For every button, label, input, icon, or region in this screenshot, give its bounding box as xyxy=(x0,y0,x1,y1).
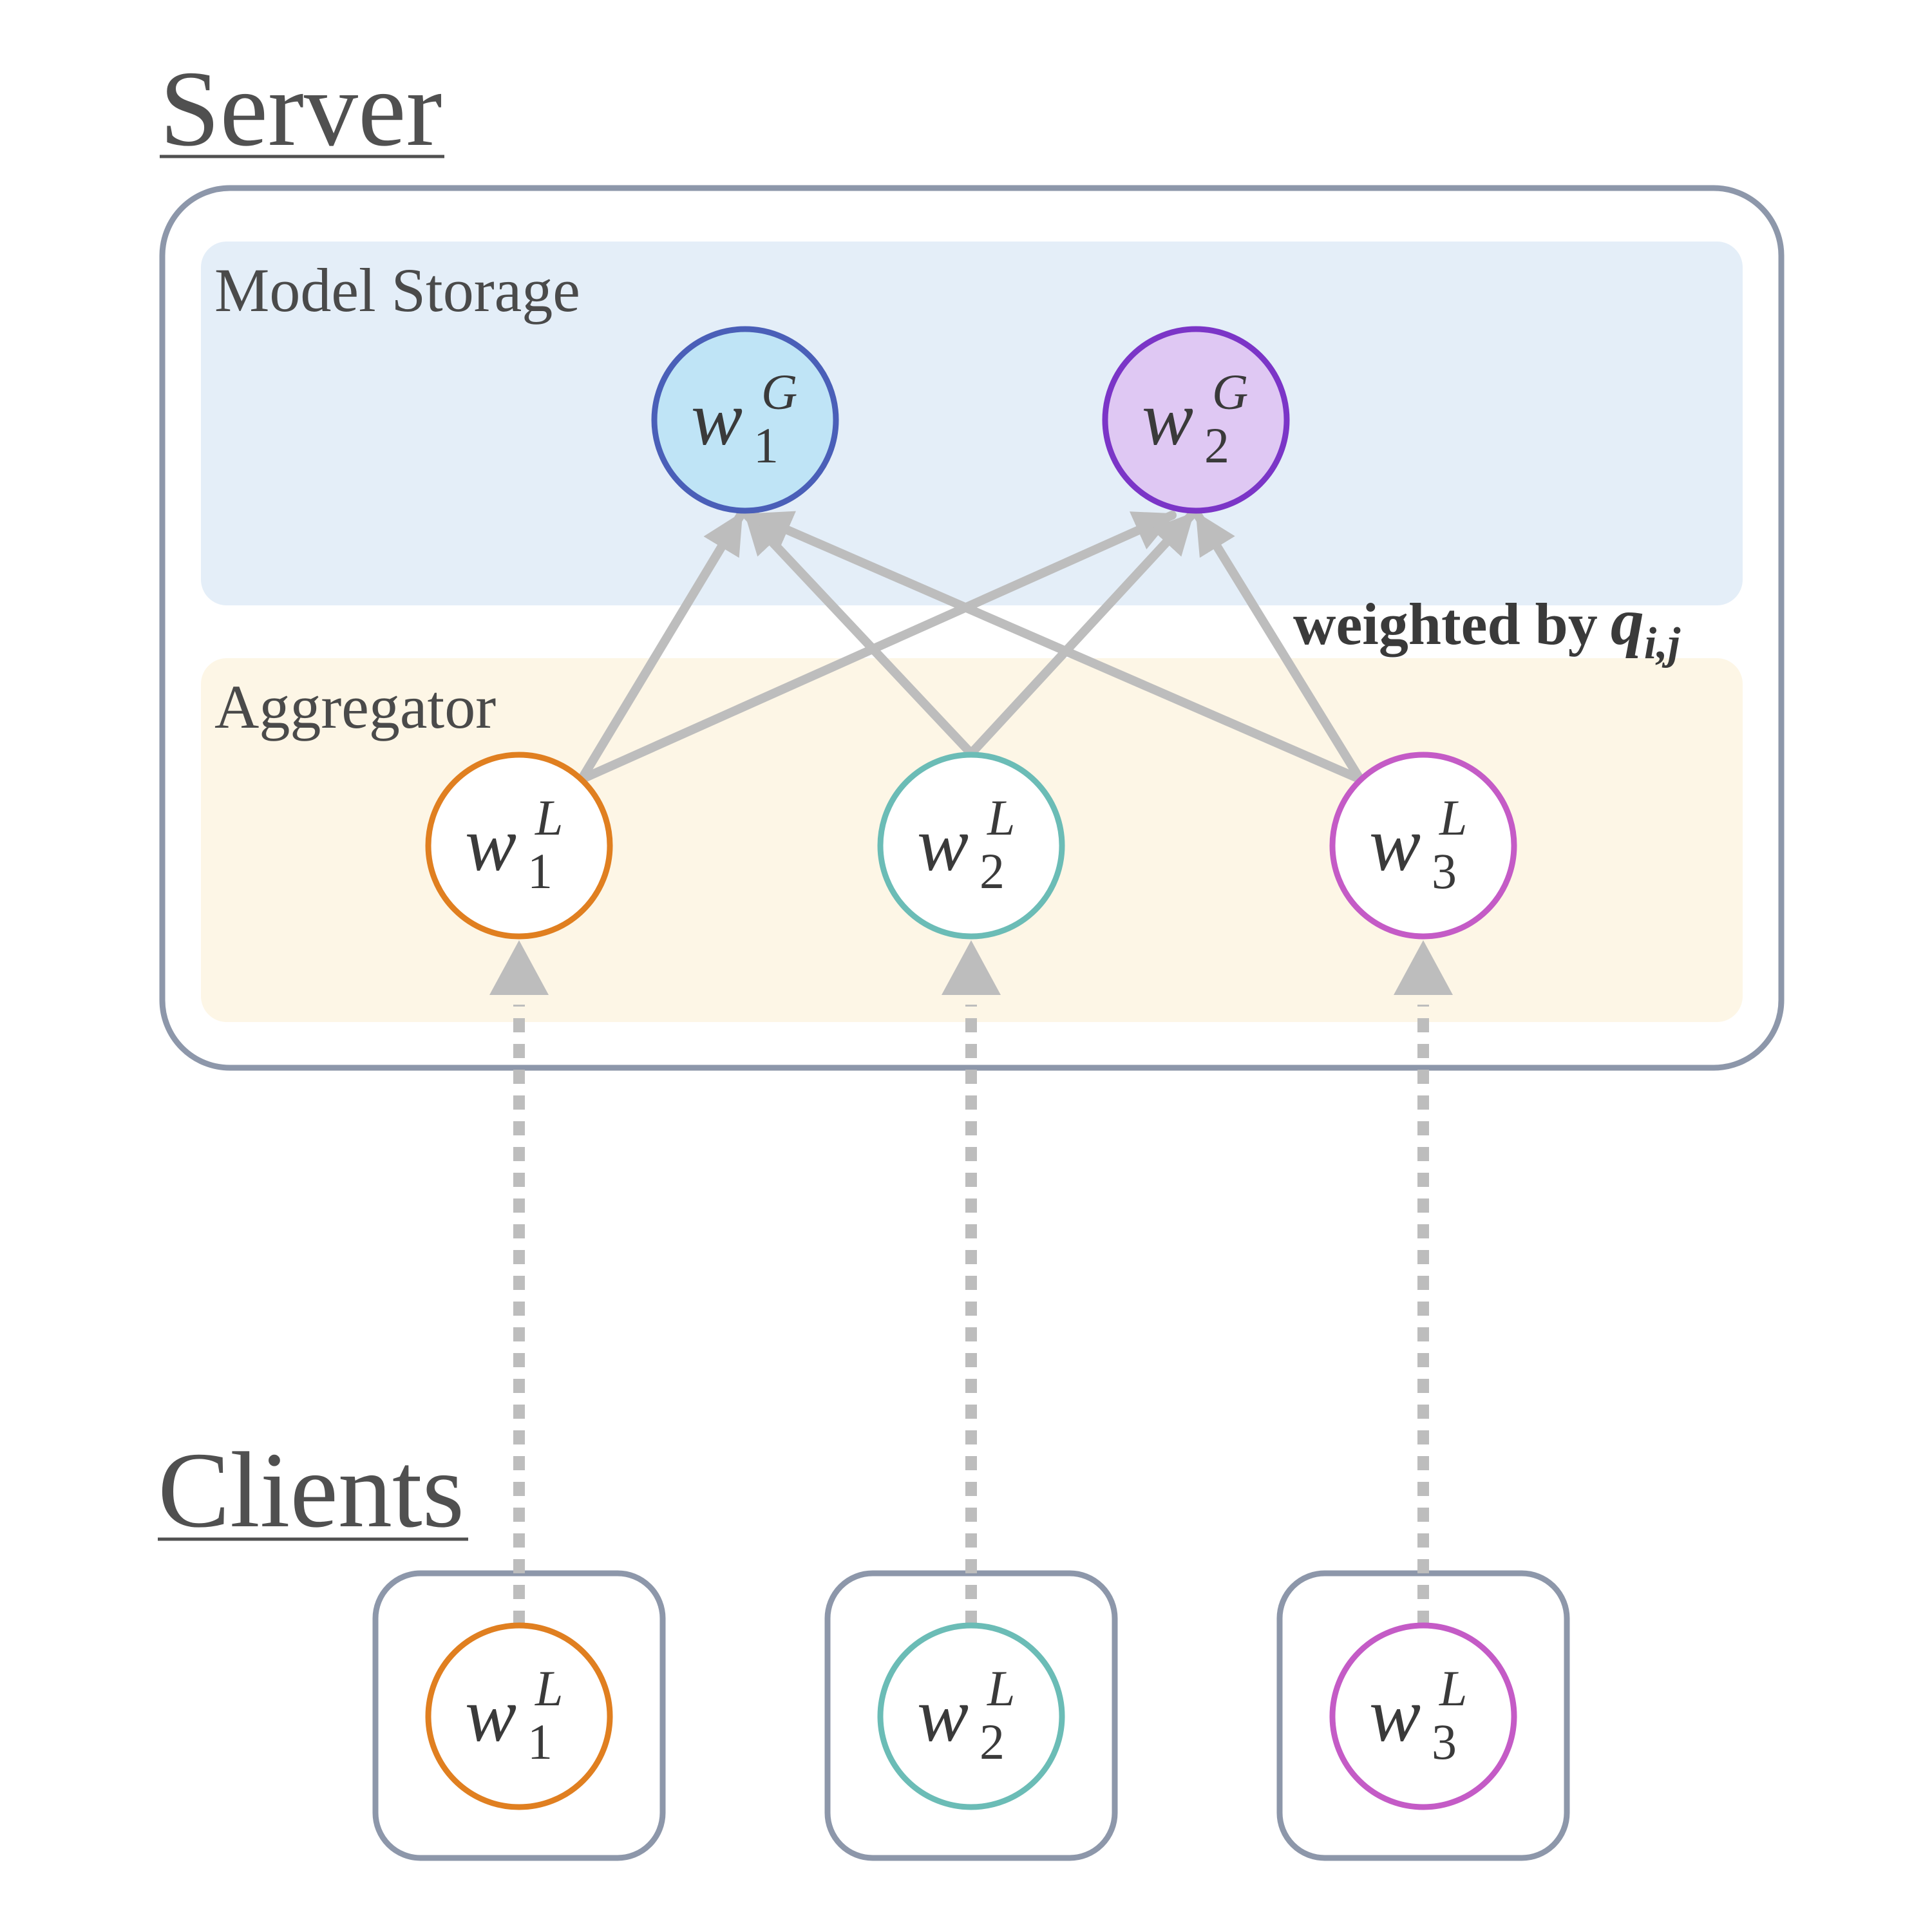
aggregator-label: Aggregator xyxy=(214,672,496,741)
arrow-local2-to-global2 xyxy=(967,511,1196,758)
aggregator-local-2-var: w xyxy=(917,801,969,887)
server-heading: Server xyxy=(160,49,442,169)
client-local-3-var: w xyxy=(1369,1672,1421,1757)
global-model-2-var: w xyxy=(1142,375,1193,461)
aggregator-local-1-var: w xyxy=(465,801,516,887)
aggregator-local-2-sub: 2 xyxy=(980,843,1005,899)
client-local-2-sub: 2 xyxy=(980,1714,1005,1770)
aggregator-local-2-sup: L xyxy=(987,790,1015,846)
client-local-2-var: w xyxy=(917,1672,969,1757)
aggregator-local-3-node: w L 3 xyxy=(1329,752,1517,940)
aggregator-local-1-sup: L xyxy=(535,790,563,846)
aggregator-local-3-circle xyxy=(1329,752,1517,940)
client-local-2-node: w L 2 xyxy=(877,1622,1065,1810)
client-local-3-sub: 3 xyxy=(1432,1714,1457,1770)
aggregator-local-3-var: w xyxy=(1369,801,1421,887)
client-local-3-circle xyxy=(1329,1622,1517,1810)
client-local-3-node: w L 3 xyxy=(1329,1622,1517,1810)
aggregator-local-1-node: w L 1 xyxy=(425,752,613,940)
clients-heading: Clients xyxy=(158,1430,464,1550)
client-local-3-sup: L xyxy=(1439,1660,1467,1716)
model-storage-panel xyxy=(201,242,1743,605)
client-local-1-sup: L xyxy=(535,1660,563,1716)
global-model-1-circle xyxy=(651,326,839,514)
global-model-1-var: w xyxy=(691,375,743,461)
client-local-2-circle xyxy=(877,1622,1065,1810)
weighted-label-text: weighted by xyxy=(1293,591,1598,657)
global-model-1-sub: 1 xyxy=(753,417,779,473)
client-local-1-sub: 1 xyxy=(527,1714,553,1770)
aggregator-local-3-sub: 3 xyxy=(1432,843,1457,899)
global-model-2-node: w G 2 xyxy=(1102,326,1290,514)
client-local-1-circle xyxy=(425,1622,613,1810)
client-local-2-sup: L xyxy=(987,1660,1015,1716)
global-model-2-sup: G xyxy=(1212,364,1248,420)
arrow-local3-to-global2 xyxy=(1193,511,1365,784)
client-local-1-var: w xyxy=(465,1672,516,1757)
aggregator-local-1-sub: 1 xyxy=(527,843,553,899)
upload-arrowhead-client-3 xyxy=(1394,940,1453,995)
weight-symbol: q xyxy=(1611,585,1644,659)
global-model-1-sup: G xyxy=(761,364,797,420)
global-model-1-node: w G 1 xyxy=(651,326,839,514)
weight-subscript: i,j xyxy=(1644,619,1681,668)
model-storage-label: Model Storage xyxy=(214,256,580,325)
aggregator-local-2-circle xyxy=(877,752,1065,940)
arrow-local1-to-global1 xyxy=(577,511,745,784)
global-model-2-sub: 2 xyxy=(1204,417,1229,473)
upload-arrowhead-client-2 xyxy=(942,940,1001,995)
client-local-1-node: w L 1 xyxy=(425,1622,613,1810)
aggregator-local-3-sup: L xyxy=(1439,790,1467,846)
aggregator-local-2-node: w L 2 xyxy=(877,752,1065,940)
global-model-2-circle xyxy=(1102,326,1290,514)
upload-arrowhead-client-1 xyxy=(489,940,549,995)
arrow-local2-to-global1 xyxy=(743,511,976,758)
aggregator-local-1-circle xyxy=(425,752,613,940)
arrow-local3-to-global1 xyxy=(749,511,1365,784)
